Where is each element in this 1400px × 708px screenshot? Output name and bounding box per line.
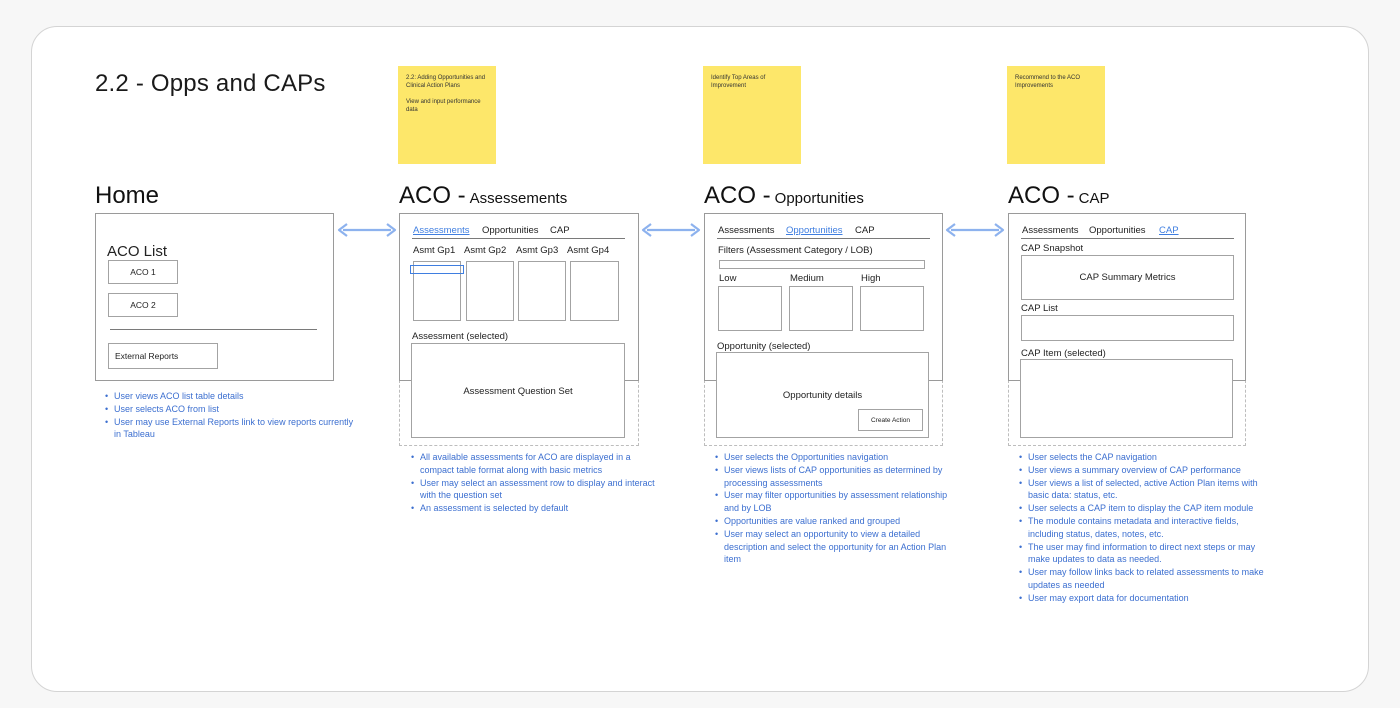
note-item: User views a list of selected, active Ac… [1019,477,1268,503]
opportunity-selected-label: Opportunity (selected) [717,341,811,352]
scroll-extent [1008,380,1246,446]
scroll-extent [704,380,943,446]
page-title: 2.2 - Opps and CAPs [95,70,326,97]
note-item: User views a summary overview of CAP per… [1019,464,1268,477]
tab-opportunities[interactable]: Opportunities [1089,225,1146,236]
tab-cap[interactable]: CAP [855,225,875,236]
opportunities-notes: User selects the Opportunities navigatio… [710,451,964,566]
home-screen: ACO List ACO 1 ACO 2 External Reports [95,213,334,381]
cap-item-label: CAP Item (selected) [1021,348,1106,359]
bidirectional-arrow-icon [945,223,1005,237]
level-low-label: Low [719,273,737,284]
question-set-label: Assessment Question Set [463,386,573,397]
opportunity-details-panel[interactable]: Opportunity details Create Action [716,352,929,438]
sticky-note-text: Identify Top Areas of Improvement [711,75,766,89]
tab-cap[interactable]: CAP [1159,225,1179,236]
note-item: User may use External Reports link to vi… [105,416,354,442]
cap-list-label: CAP List [1021,303,1058,314]
tab-cap[interactable]: CAP [550,225,570,236]
sticky-note-text: 2.2: Adding Opportunities and Clinical A… [406,75,486,89]
note-item: The module contains metadata and interac… [1019,515,1268,541]
high-opportunities-card[interactable] [860,286,924,331]
aco-list-label: ACO List [107,243,168,260]
assessment-group-card[interactable] [466,261,514,321]
bidirectional-arrow-icon [337,223,397,237]
scroll-extent [399,380,639,446]
note-item: User may select an assessment row to dis… [411,477,660,503]
assessment-group-card[interactable] [518,261,566,321]
note-item: The user may find information to direct … [1019,541,1268,567]
cap-notes: User selects the CAP navigation User vie… [1014,451,1268,605]
aco-2-button[interactable]: ACO 2 [108,293,178,317]
assessment-group-card[interactable] [413,261,461,321]
create-action-button[interactable]: Create Action [858,409,923,431]
tab-assessments[interactable]: Assessments [413,225,470,236]
sticky-note-1[interactable]: 2.2: Adding Opportunities and Clinical A… [398,66,496,164]
note-item: User may filter opportunities by assessm… [715,489,964,515]
tab-assessments[interactable]: Assessments [718,225,775,236]
note-item: All available assessments for ACO are di… [411,451,660,477]
divider [110,329,317,331]
assessment-group-label: Asmt Gp3 [516,245,559,256]
note-item: User selects ACO from list [105,403,354,416]
note-item: User views lists of CAP opportunities as… [715,464,964,490]
cap-summary-label: CAP Summary Metrics [1079,272,1176,283]
tab-opportunities[interactable]: Opportunities [482,225,539,236]
filters-label: Filters (Assessment Category / LOB) [718,245,873,256]
assessment-group-card[interactable] [570,261,619,321]
cap-item-panel[interactable] [1020,359,1233,438]
cap-list-panel[interactable] [1021,315,1234,341]
note-item: User may follow links back to related as… [1019,566,1268,592]
opportunity-details-label: Opportunity details [782,390,863,401]
cap-summary-panel[interactable]: CAP Summary Metrics [1021,255,1234,300]
level-high-label: High [861,273,881,284]
assessment-group-label: Asmt Gp2 [464,245,507,256]
filters-bar[interactable] [719,260,925,269]
sticky-note-text: View and input performance data [406,99,481,113]
cap-snapshot-label: CAP Snapshot [1021,243,1084,254]
note-item: User selects the Opportunities navigatio… [715,451,964,464]
home-notes: User views ACO list table details User s… [100,390,354,441]
note-item: User may export data for documentation [1019,592,1268,605]
sticky-note-2[interactable]: Identify Top Areas of Improvement [703,66,801,164]
tab-underline [412,238,625,240]
cap-screen: Assessments Opportunities CAP CAP Snapsh… [1008,213,1246,381]
note-item: User may select an opportunity to view a… [715,528,964,566]
selected-assessment-row[interactable] [410,265,464,274]
sticky-note-text: Recommend to the ACO Improvements [1015,75,1081,89]
assessment-group-label: Asmt Gp1 [413,245,456,256]
sticky-note-3[interactable]: Recommend to the ACO Improvements [1007,66,1105,164]
aco-1-button[interactable]: ACO 1 [108,260,178,284]
tab-underline [1021,238,1234,240]
assessments-notes: All available assessments for ACO are di… [406,451,660,515]
tab-assessments[interactable]: Assessments [1022,225,1079,236]
tab-opportunities[interactable]: Opportunities [786,225,843,236]
assessment-question-set-panel[interactable]: Assessment Question Set [411,343,625,438]
low-opportunities-card[interactable] [718,286,782,331]
home-title: Home [95,182,160,209]
note-item: Opportunities are value ranked and group… [715,515,964,528]
medium-opportunities-card[interactable] [789,286,853,331]
bidirectional-arrow-icon [641,223,701,237]
note-item: User selects a CAP item to display the C… [1019,502,1268,515]
note-item: User selects the CAP navigation [1019,451,1268,464]
opportunities-title: ACO -Opportunities [704,182,864,209]
note-item: User views ACO list table details [105,390,354,403]
note-item: An assessment is selected by default [411,502,660,515]
tab-underline [717,238,930,240]
assessment-selected-label: Assessment (selected) [412,331,509,342]
level-medium-label: Medium [790,273,824,284]
external-reports-button[interactable]: External Reports [108,343,218,369]
cap-title: ACO -CAP [1008,182,1110,209]
assessment-group-label: Asmt Gp4 [567,245,610,256]
assessments-title: ACO -Assessements [399,182,568,209]
